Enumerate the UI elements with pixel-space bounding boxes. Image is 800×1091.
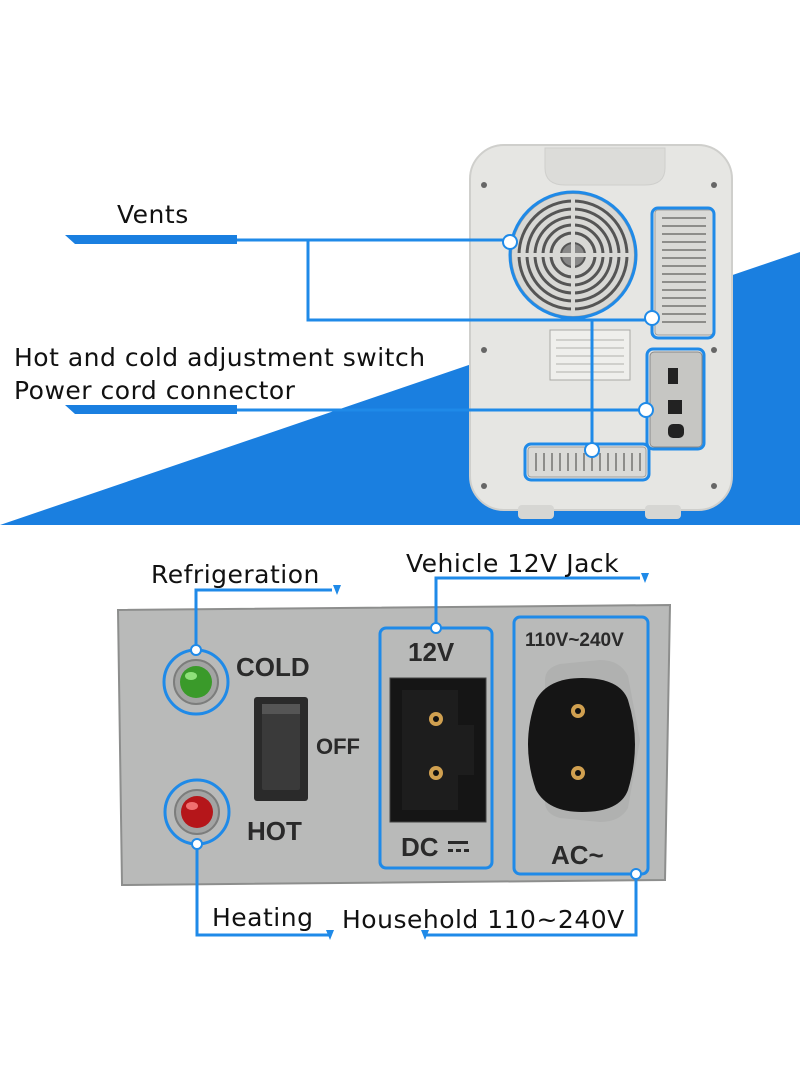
- side-vent-callout: [650, 206, 716, 340]
- ac-socket: [528, 660, 640, 822]
- off-text: OFF: [316, 734, 360, 759]
- fan-callout-ring: [508, 190, 638, 320]
- ac-voltage-text: 110V~240V: [525, 630, 624, 651]
- dc-socket: [389, 677, 487, 823]
- switch-label: Hot and cold adjustment switch: [14, 343, 426, 372]
- vents-label: Vents: [117, 200, 189, 229]
- bottom-vent: [527, 446, 647, 478]
- bottom-callouts: [162, 576, 650, 937]
- hot-text: HOT: [247, 816, 302, 846]
- vents-underline-bar: [65, 235, 237, 244]
- top-callouts: [235, 190, 716, 482]
- 12v-text: 12V: [408, 637, 455, 667]
- dc-text: DC: [401, 832, 439, 862]
- power-cord-label: Power cord connector: [14, 376, 296, 405]
- power-underline-bar: [65, 405, 237, 414]
- fan-vent: [510, 192, 636, 318]
- hot-led: [174, 789, 220, 835]
- control-callout: [645, 347, 706, 451]
- ac-text: AC~: [551, 840, 604, 870]
- dc-symbol-icon: [448, 841, 469, 852]
- heating-label: Heating: [212, 903, 314, 932]
- household-label: Household 110~240V: [342, 905, 625, 934]
- refrigeration-label: Refrigeration: [151, 560, 320, 589]
- vehicle-jack-label: Vehicle 12V Jack: [406, 549, 620, 578]
- cold-led: [173, 659, 219, 705]
- rocker-switch: [254, 697, 308, 801]
- side-vent: [654, 209, 714, 336]
- spec-sticker: [549, 329, 631, 381]
- cold-text: COLD: [236, 652, 310, 682]
- mini-control-panel: [649, 351, 703, 448]
